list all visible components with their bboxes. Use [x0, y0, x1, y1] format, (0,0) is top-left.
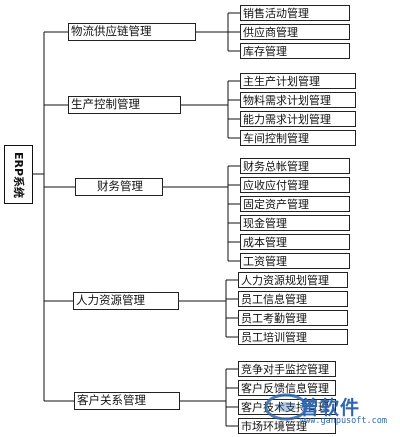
leaf-item: 工资管理: [240, 253, 350, 269]
leaf-item: 物料需求计划管理: [240, 92, 356, 108]
module-label: 客户关系管理: [77, 393, 146, 408]
watermark-logo-icon: [264, 393, 308, 421]
module-label: 财务管理: [97, 179, 143, 194]
module-production: 生产控制管理: [68, 96, 181, 114]
module-hr: 人力资源管理: [73, 292, 179, 310]
leaf-item: 员工考勤管理: [238, 310, 348, 326]
leaf-item: 销售活动管理: [240, 5, 350, 21]
root-node: ERP系统: [4, 145, 33, 204]
module-label: 生产控制管理: [71, 97, 140, 112]
leaf-item: 供应商管理: [240, 24, 350, 40]
leaf-item: 员工培训管理: [238, 329, 348, 345]
module-crm: 客户关系管理: [74, 392, 180, 410]
leaf-item: 库存管理: [240, 43, 350, 59]
leaf-item: 固定资产管理: [240, 196, 350, 212]
leaf-item: 应收应付管理: [240, 177, 350, 193]
module-finance: 财务管理: [75, 178, 163, 196]
module-label: 人力资源管理: [76, 293, 145, 308]
root-label: ERP系统: [11, 151, 25, 198]
leaf-item: 成本管理: [240, 234, 350, 250]
leaf-item: 人力资源规划管理: [238, 272, 348, 288]
leaf-item: 员工信息管理: [238, 291, 348, 307]
leaf-item: 竞争对手监控管理: [238, 361, 336, 377]
leaf-item: 车间控制管理: [240, 130, 356, 146]
leaf-item: 能力需求计划管理: [240, 111, 356, 127]
module-logistics: 物流供应链管理: [68, 23, 196, 41]
leaf-item: 财务总帐管理: [240, 158, 350, 174]
watermark-url: www.ganpusoft.com: [300, 416, 387, 426]
leaf-item: 现金管理: [240, 215, 350, 231]
leaf-item: 客户技术支持管理: [238, 399, 336, 415]
module-label: 物流供应链管理: [71, 24, 152, 39]
leaf-item: 主生产计划管理: [240, 73, 356, 89]
watermark-brand: 曾软件: [300, 397, 361, 419]
